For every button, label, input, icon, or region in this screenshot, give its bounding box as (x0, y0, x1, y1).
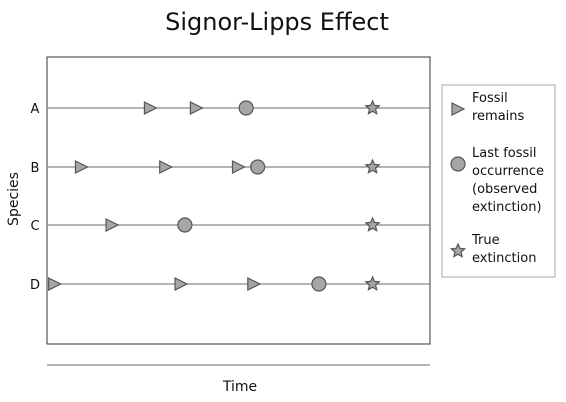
y-tick-labels: A B C D (30, 102, 40, 293)
legend-box (441, 84, 556, 278)
star-marker-a (364, 99, 381, 115)
plot-area (46, 56, 431, 345)
triangle-right-marker-a (189, 101, 204, 115)
triangle-right-marker-b (231, 160, 246, 174)
y-axis-label: Species (6, 172, 22, 226)
y-tick-label-c: C (30, 219, 39, 234)
y-tick-label-b: B (31, 161, 40, 176)
triangle-right-marker-d (48, 277, 63, 291)
triangle-right-marker-a (143, 101, 158, 115)
legend-circle-icon (450, 156, 466, 172)
star-marker-c (364, 216, 381, 232)
star-marker-b (364, 158, 381, 174)
circle-marker-a (238, 100, 254, 116)
triangle-right-marker-b (74, 160, 89, 174)
circle-marker-d (311, 276, 327, 292)
circle-marker-b (250, 159, 266, 175)
y-tick-label-a: A (31, 102, 40, 117)
legend-star-icon (449, 242, 467, 258)
triangle-right-marker-c (105, 218, 120, 232)
star-marker-d (364, 275, 381, 291)
triangle-right-marker-b (159, 160, 174, 174)
x-axis-label: Time (222, 379, 257, 395)
data-markers (48, 99, 381, 292)
triangle-right-marker-d (174, 277, 189, 291)
triangle-right-marker-d (247, 277, 262, 291)
y-tick-label-d: D (30, 278, 40, 293)
legend-triangle-right-icon (451, 102, 466, 116)
chart-title: Signor-Lipps Effect (165, 8, 389, 36)
circle-marker-c (177, 217, 193, 233)
